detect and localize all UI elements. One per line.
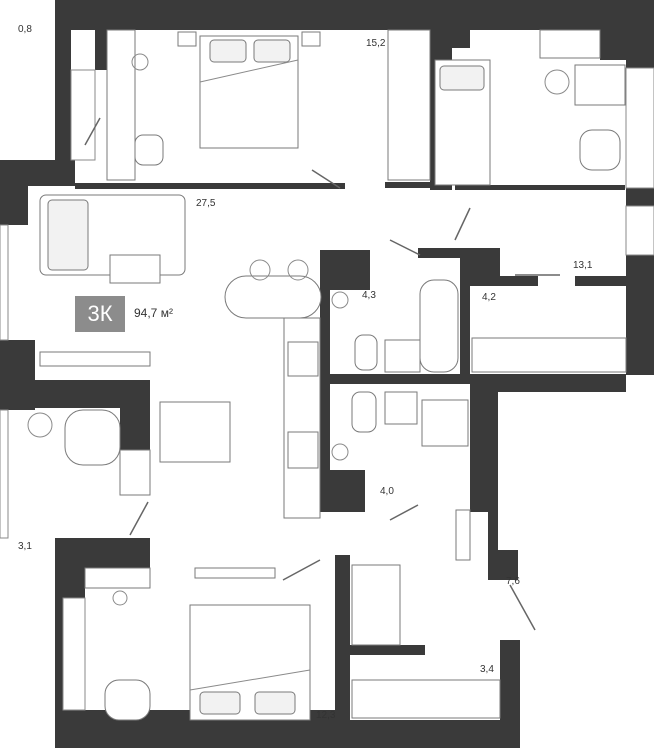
apartment-type-badge: 3К xyxy=(75,296,125,332)
area-label-living: 27,5 xyxy=(196,198,216,209)
wardrobes xyxy=(351,337,627,719)
bedroom-2-furniture xyxy=(434,29,626,186)
windows xyxy=(0,67,654,711)
bathroom-2-fixtures xyxy=(331,391,469,461)
area-label-hall: 7,6 xyxy=(506,576,520,587)
bedroom-1-furniture xyxy=(106,29,431,181)
doors xyxy=(84,117,560,631)
bathroom-1-fixtures xyxy=(331,279,459,373)
area-label-balcony-top: 0,8 xyxy=(18,24,32,35)
total-area-label: 94,7 м² xyxy=(134,306,173,320)
living-furniture xyxy=(27,194,322,519)
area-label-bedroom-2: 13,1 xyxy=(573,260,593,271)
area-label-bathroom-1: 4,3 xyxy=(362,290,376,301)
area-label-bedroom-1: 15,2 xyxy=(366,38,386,49)
area-label-wardrobe-1: 4,2 xyxy=(482,292,496,303)
area-label-bathroom-2: 4,0 xyxy=(380,486,394,497)
area-label-wardrobe-2: 3,4 xyxy=(480,664,494,675)
bedroom-3-furniture xyxy=(84,567,311,721)
area-label-balcony-left: 3,1 xyxy=(18,541,32,552)
area-label-bedroom-3: 12,3 xyxy=(316,710,336,721)
